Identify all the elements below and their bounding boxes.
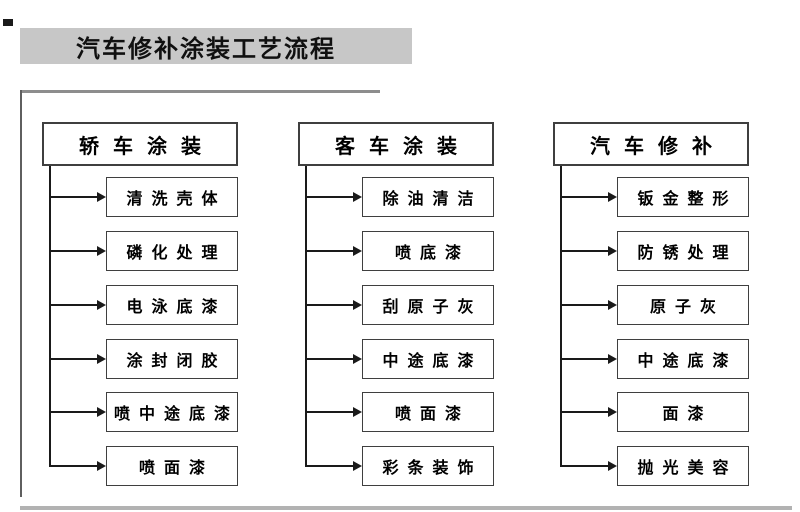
arrow-line — [306, 250, 354, 252]
process-step-box: 喷面漆 — [106, 446, 238, 486]
frame-top-line — [20, 90, 380, 93]
process-step-box: 喷中途底漆 — [106, 392, 238, 432]
arrowhead-icon — [353, 246, 362, 256]
frame-left-line — [20, 90, 22, 497]
arrowhead-icon — [97, 246, 106, 256]
arrow-line — [50, 358, 98, 360]
arrowhead-icon — [608, 300, 617, 310]
arrowhead-icon — [97, 300, 106, 310]
arrow-line — [561, 196, 609, 198]
arrowhead-icon — [353, 461, 362, 471]
arrow-line — [50, 250, 98, 252]
arrowhead-icon — [97, 192, 106, 202]
process-step-box: 除油清洁 — [362, 177, 494, 217]
arrowhead-icon — [353, 354, 362, 364]
column-header-box: 客车涂装 — [298, 122, 494, 166]
arrow-line — [50, 411, 98, 413]
column-header-box: 轿车涂装 — [42, 122, 238, 166]
arrow-line — [561, 250, 609, 252]
arrow-line — [306, 465, 354, 467]
arrowhead-icon — [353, 192, 362, 202]
arrow-line — [50, 465, 98, 467]
column-header-box: 汽车修补 — [553, 122, 749, 166]
process-step-box: 喷底漆 — [362, 231, 494, 271]
process-step-box: 彩条装饰 — [362, 446, 494, 486]
process-step-box: 防锈处理 — [617, 231, 749, 271]
process-step-box: 钣金整形 — [617, 177, 749, 217]
top-left-mark — [3, 19, 13, 26]
arrow-line — [306, 358, 354, 360]
process-step-box: 面漆 — [617, 392, 749, 432]
process-step-box: 涂封闭胶 — [106, 339, 238, 379]
process-step-box: 电泳底漆 — [106, 285, 238, 325]
arrowhead-icon — [608, 246, 617, 256]
arrowhead-icon — [353, 407, 362, 417]
arrowhead-icon — [608, 354, 617, 364]
trunk-line — [560, 166, 562, 467]
arrowhead-icon — [97, 461, 106, 471]
process-step-box: 抛光美容 — [617, 446, 749, 486]
arrowhead-icon — [608, 461, 617, 471]
arrow-line — [561, 411, 609, 413]
process-step-box: 喷面漆 — [362, 392, 494, 432]
arrow-line — [50, 196, 98, 198]
arrow-line — [561, 465, 609, 467]
page-title: 汽车修补涂装工艺流程 — [76, 35, 336, 63]
process-step-box: 原子灰 — [617, 285, 749, 325]
arrow-line — [561, 358, 609, 360]
trunk-line — [305, 166, 307, 467]
process-step-box: 磷化处理 — [106, 231, 238, 271]
process-step-box: 清洗壳体 — [106, 177, 238, 217]
arrow-line — [561, 304, 609, 306]
process-step-box: 中途底漆 — [617, 339, 749, 379]
bottom-divider — [20, 506, 792, 510]
arrowhead-icon — [608, 407, 617, 417]
arrow-line — [306, 304, 354, 306]
arrowhead-icon — [97, 354, 106, 364]
arrowhead-icon — [353, 300, 362, 310]
arrowhead-icon — [97, 407, 106, 417]
title-bar: 汽车修补涂装工艺流程 — [20, 28, 412, 64]
process-step-box: 刮原子灰 — [362, 285, 494, 325]
arrow-line — [50, 304, 98, 306]
arrow-line — [306, 196, 354, 198]
trunk-line — [49, 166, 51, 467]
arrowhead-icon — [608, 192, 617, 202]
arrow-line — [306, 411, 354, 413]
process-step-box: 中途底漆 — [362, 339, 494, 379]
